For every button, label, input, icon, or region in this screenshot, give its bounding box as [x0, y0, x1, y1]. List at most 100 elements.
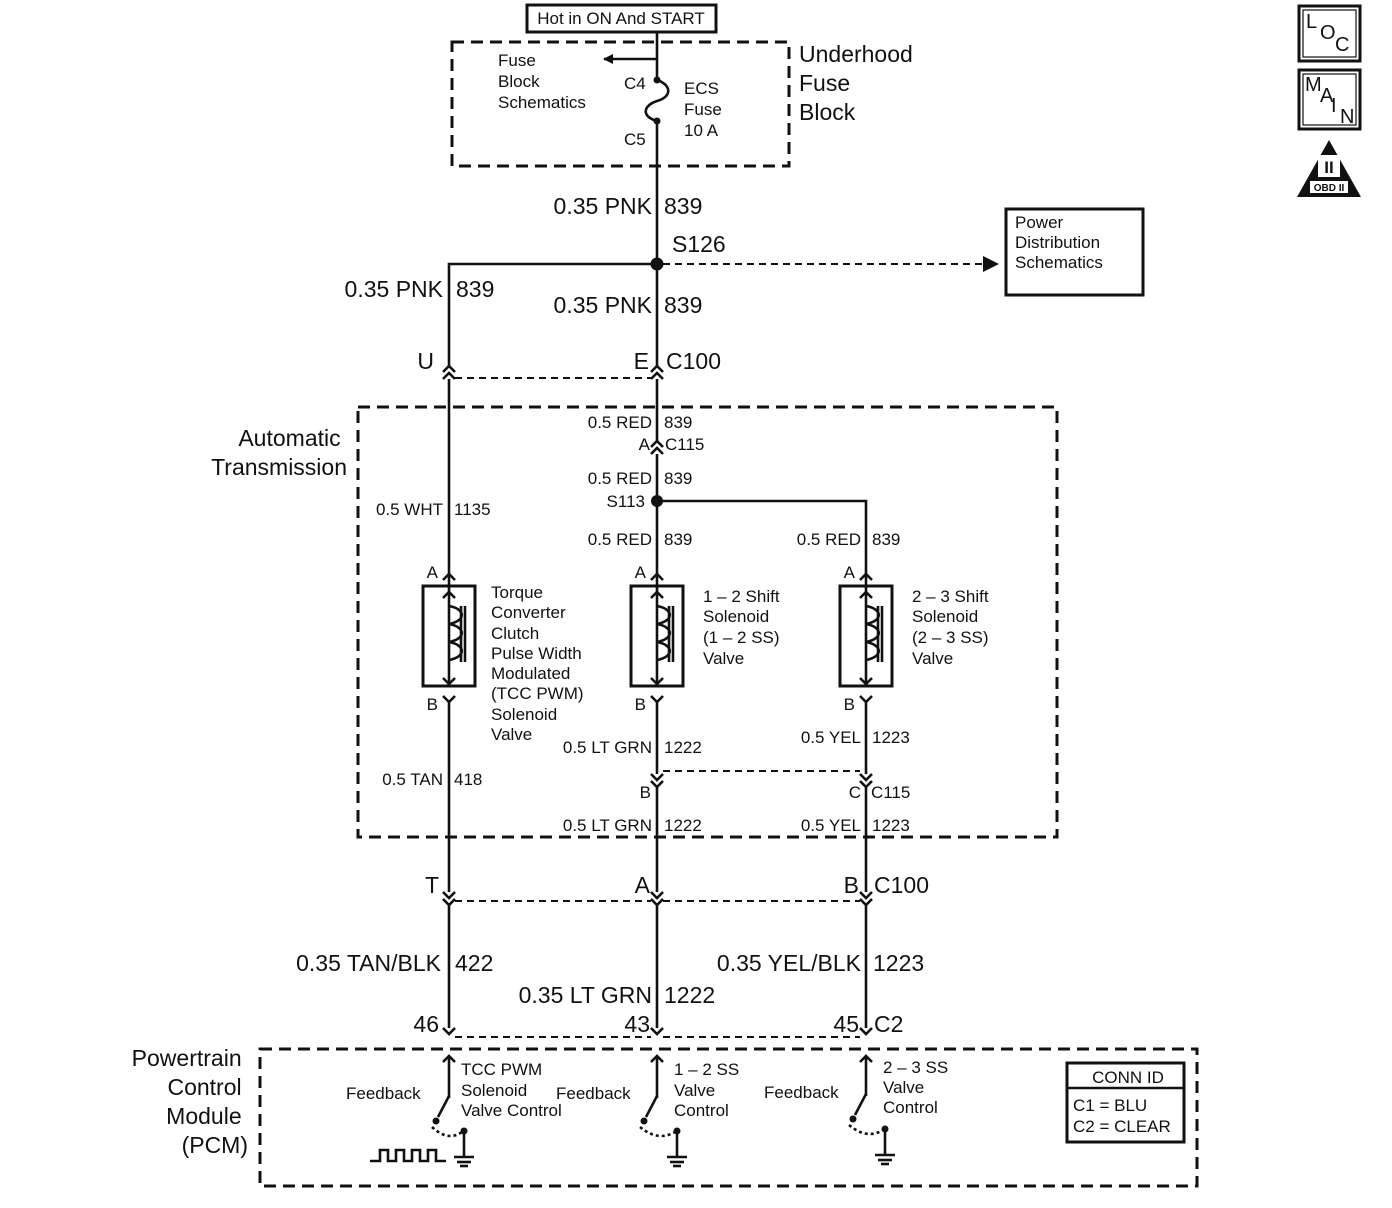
- wire-label-839-red-4: 0.5 RED 839: [797, 530, 901, 549]
- hot-in-on-start-box: Hot in ON And START: [525, 3, 718, 34]
- power-distribution-ref[interactable]: Power Distribution Schematics: [1004, 207, 1145, 297]
- splice-s113-label: S113: [607, 492, 645, 511]
- pin-e-label: E: [634, 348, 649, 374]
- svg-text:0.5 YEL: 0.5 YEL: [801, 728, 861, 747]
- svg-text:0.35 PNK: 0.35 PNK: [554, 193, 653, 219]
- pin-u-label: U: [417, 348, 434, 374]
- wire-label-1222-a: 0.5 LT GRN 1222: [563, 738, 702, 757]
- wire-label-839-red-1: 0.5 RED 839: [588, 413, 693, 432]
- ss12-solenoid-label: 1 – 2 Shift Solenoid (1 – 2 SS) Valve: [703, 587, 784, 668]
- connector-c100-lower: [442, 891, 873, 907]
- pin-b-c115-label: B: [640, 783, 651, 802]
- fuse-block-schematics-ref[interactable]: Fuse Block Schematics: [498, 51, 586, 112]
- ss12-pin-b-label: B: [635, 695, 646, 714]
- svg-text:839: 839: [664, 292, 702, 318]
- pcm-feedback-label-1: Feedback: [346, 1084, 421, 1103]
- main-icon[interactable]: M A I N: [1297, 68, 1362, 131]
- svg-text:M: M: [1305, 74, 1322, 96]
- fuse-terminal-c5: [653, 117, 661, 125]
- underhood-fuse-block: Fuse Block Schematics C4 C5 ECS Fuse 10 …: [450, 32, 919, 168]
- svg-text:0.35 PNK: 0.35 PNK: [554, 292, 653, 318]
- connector-c115-label-upper: C115: [665, 435, 704, 454]
- pin-t-label: T: [425, 872, 439, 898]
- wire-label-1222-b: 0.5 LT GRN 1222: [563, 816, 702, 835]
- automatic-transmission-boundary: [356, 405, 1059, 839]
- wire-label-839-red-3: 0.5 RED 839: [588, 530, 693, 549]
- svg-text:OBD II: OBD II: [1314, 183, 1345, 194]
- svg-text:1222: 1222: [664, 738, 702, 757]
- connector-c2-label: C2: [874, 1011, 903, 1037]
- ecs-fuse-label: ECS Fuse 10 A: [684, 79, 727, 140]
- pin-46-label: 46: [413, 1011, 439, 1037]
- svg-text:418: 418: [454, 770, 482, 789]
- conn-id-c2: C2 = CLEAR: [1073, 1117, 1171, 1136]
- connector-c115-lower: [650, 770, 873, 789]
- ss23-solenoid-label: 2 – 3 Shift Solenoid (2 – 3 SS) Valve: [912, 587, 993, 668]
- connector-c2: [442, 1027, 873, 1038]
- conn-id-table: CONN ID C1 = BLU C2 = CLEAR: [1065, 1061, 1186, 1144]
- svg-text:0.5 RED: 0.5 RED: [588, 469, 652, 488]
- svg-text:1222: 1222: [664, 816, 702, 835]
- solenoid-tcc-pwm: [421, 572, 477, 704]
- tcc-pwm-solenoid-label: Torque Converter Clutch Pulse Width Modu…: [491, 583, 588, 744]
- svg-text:0.35 YEL/BLK: 0.35 YEL/BLK: [717, 950, 862, 976]
- svg-text:0.35 LT GRN: 0.35 LT GRN: [519, 982, 652, 1008]
- svg-text:A: A: [1320, 85, 1334, 107]
- svg-text:0.5 YEL: 0.5 YEL: [801, 816, 861, 835]
- wire-label-839-top: 0.35 PNK 839: [554, 193, 703, 219]
- svg-text:C: C: [1335, 34, 1349, 56]
- pcm-feedback-label-3: Feedback: [764, 1083, 839, 1102]
- ss23-pin-a-label: A: [844, 563, 856, 582]
- svg-text:1223: 1223: [872, 728, 910, 747]
- svg-text:Power Distribution: Power Distribution Schematics: [1015, 213, 1105, 272]
- conn-id-c1: C1 = BLU: [1073, 1096, 1147, 1115]
- svg-text:0.5 RED: 0.5 RED: [588, 413, 652, 432]
- svg-text:0.5 LT GRN: 0.5 LT GRN: [563, 738, 652, 757]
- pin-c4-label: C4: [624, 74, 646, 93]
- pcm-driver-label-1: TCC PWM Solenoid Valve Control: [461, 1060, 562, 1120]
- wire-label-418: 0.5 TAN 418: [382, 770, 482, 789]
- wire-label-1223-c: 0.35 YEL/BLK 1223: [717, 950, 924, 976]
- svg-text:II: II: [1324, 158, 1333, 177]
- svg-text:0.35 PNK: 0.35 PNK: [345, 276, 444, 302]
- wire-label-422: 0.35 TAN/BLK 422: [296, 950, 493, 976]
- svg-text:422: 422: [455, 950, 493, 976]
- conn-id-title: CONN ID: [1092, 1068, 1164, 1087]
- pcm-driver-label-2: 1 – 2 SS Valve Control: [674, 1060, 744, 1120]
- underhood-fuse-block-title: Underhood Fuse Block: [799, 41, 919, 125]
- tcc-pin-a-label: A: [427, 563, 439, 582]
- pin-a-c115-label: A: [639, 435, 651, 454]
- svg-text:839: 839: [664, 469, 692, 488]
- pin-c-c115-label: C: [849, 783, 861, 802]
- pcm-feedback-label-2: Feedback: [556, 1084, 631, 1103]
- svg-text:O: O: [1320, 22, 1336, 44]
- svg-text:N: N: [1340, 106, 1354, 128]
- connector-c100-upper: [442, 364, 664, 380]
- wire-label-1223-b: 0.5 YEL 1223: [801, 816, 910, 835]
- wire-label-1222-c: 0.35 LT GRN 1222: [519, 982, 716, 1008]
- svg-text:839: 839: [456, 276, 494, 302]
- pcm-boundary: [258, 1047, 1199, 1188]
- svg-text:839: 839: [664, 530, 692, 549]
- wire-label-839-left: 0.35 PNK 839: [345, 276, 495, 302]
- pcm-driver-label-3: 2 – 3 SS Valve Control: [883, 1058, 953, 1117]
- solenoid-2-3-shift: [838, 572, 894, 704]
- svg-text:839: 839: [664, 193, 702, 219]
- connector-c100-label-lower: C100: [874, 872, 929, 898]
- wire-label-1223-a: 0.5 YEL 1223: [801, 728, 910, 747]
- hot-in-on-start-label: Hot in ON And START: [537, 9, 705, 28]
- svg-text:1135: 1135: [454, 500, 491, 519]
- svg-text:I: I: [1331, 95, 1337, 117]
- svg-text:1223: 1223: [872, 816, 910, 835]
- obd-ii-icon[interactable]: II OBD II: [1297, 140, 1361, 197]
- loc-icon[interactable]: L O C: [1297, 4, 1362, 63]
- pin-a-c100-label: A: [635, 872, 651, 898]
- pcm-title: Powertrain Control Module (PCM): [132, 1045, 248, 1158]
- fuse-terminal-c4: [653, 76, 661, 84]
- svg-text:0.5 RED: 0.5 RED: [588, 530, 652, 549]
- wire-label-839-red-2: 0.5 RED 839: [588, 469, 693, 488]
- pcm-driver-1-2-ss: [639, 1054, 687, 1168]
- pin-c5-label: C5: [624, 130, 646, 149]
- svg-text:839: 839: [872, 530, 900, 549]
- svg-text:839: 839: [664, 413, 692, 432]
